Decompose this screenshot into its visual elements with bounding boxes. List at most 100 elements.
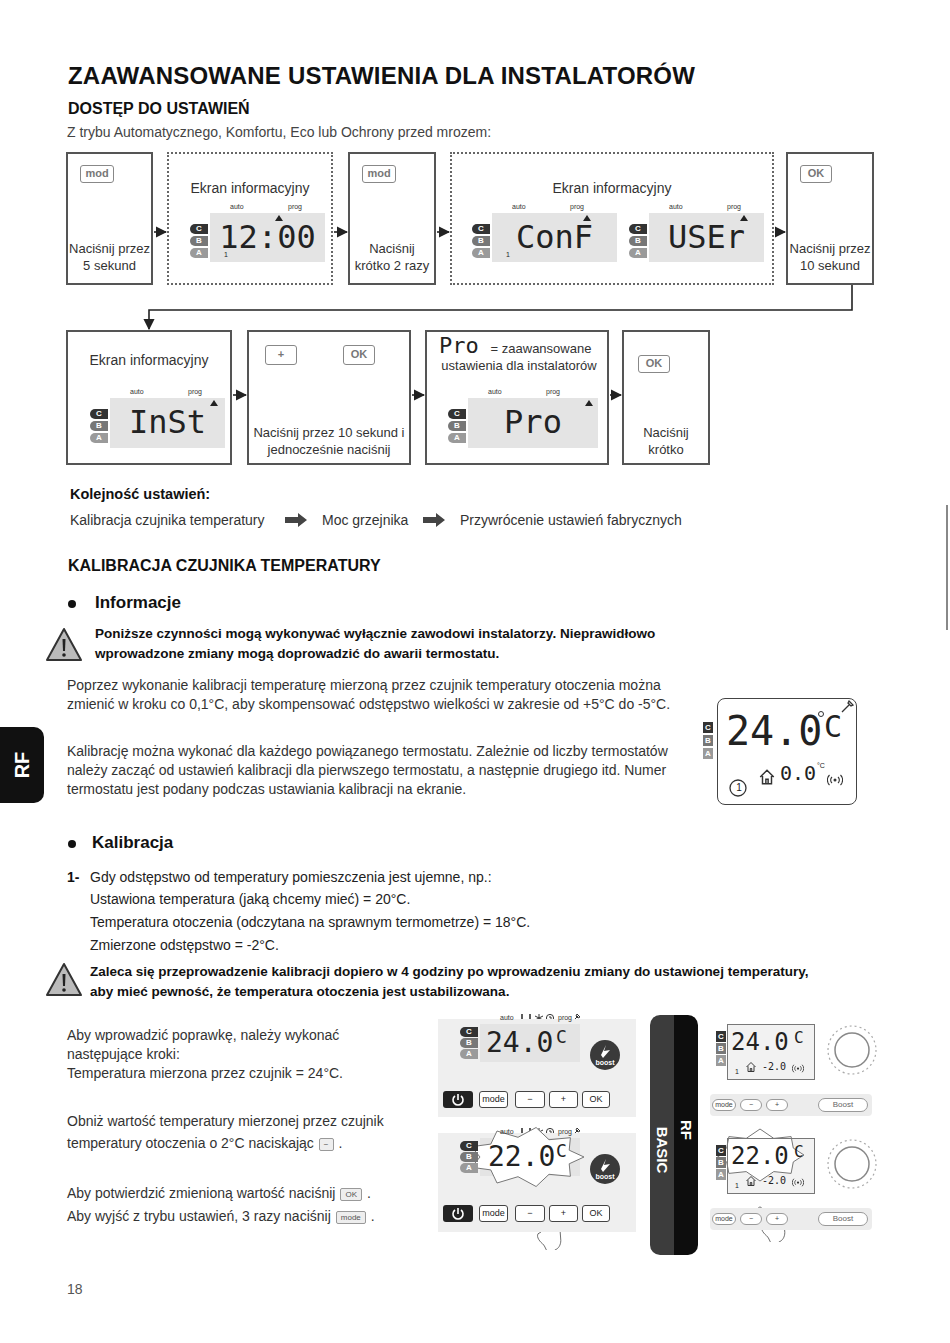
display-icons	[747, 1177, 756, 1186]
heading: Kalibracja	[92, 833, 173, 853]
display-icons	[730, 780, 746, 796]
lcd-screen: InSt	[110, 398, 225, 448]
display-icons	[792, 1179, 803, 1187]
text: Poprzez wykonanie kalibracji temperaturę…	[67, 676, 679, 714]
channel-tab: B	[472, 236, 490, 246]
flow-arrow	[437, 231, 449, 233]
instruction-text: Aby wyjść z trybu ustawień, 3 razy naciś…	[67, 1208, 331, 1224]
display-icons	[792, 1065, 803, 1073]
warning-triangle	[47, 964, 81, 995]
instruction-line: Aby wyjść z trybu ustawień, 3 razy naciś…	[67, 1205, 487, 1227]
basic-panel	[590, 1040, 620, 1070]
heading: KALIBRACJA CZUJNIKA TEMPERATURY	[68, 557, 381, 575]
lcd-screen: ConF	[492, 213, 617, 262]
basic-panel	[443, 1091, 473, 1108]
text: Zaleca się przeprowadzenie kalibracji do…	[90, 962, 830, 1002]
channel-tab: A	[90, 433, 108, 443]
node-text: Naciśnij przez 10 sekund	[788, 240, 872, 274]
screen-group: Ekran informacyjny12:00	[167, 152, 333, 285]
button-label: OK	[582, 1205, 610, 1222]
channel-tab: C	[448, 409, 466, 419]
button-label: OK	[582, 1091, 610, 1108]
text: Zmierzone odstępstwo = -2°C.	[90, 937, 279, 953]
text: Z trybu Automatycznego, Komfortu, Eco lu…	[67, 124, 491, 140]
flow-arrow	[775, 231, 785, 233]
text: prog	[558, 1127, 572, 1136]
channel-tab: B	[716, 1157, 726, 1168]
heading: Informacje	[95, 593, 181, 613]
instruction-line: Obniż wartość temperatury mierzonej prze…	[67, 1110, 412, 1154]
button-label: OK	[638, 355, 670, 373]
node-text: 22.0	[488, 1139, 555, 1175]
node-text: 24.0	[726, 707, 822, 755]
button-label: +	[766, 1099, 788, 1111]
sequence-arrow	[285, 513, 445, 527]
node-text: BASIC	[650, 1110, 674, 1190]
inline-button: OK	[340, 1188, 362, 1201]
text: 1-	[67, 869, 79, 885]
node-text: °C	[817, 761, 825, 770]
display-icons	[730, 701, 853, 1186]
instruction-text: .	[371, 1208, 375, 1224]
flow-arrow	[412, 394, 424, 396]
sequence-arrow	[423, 513, 445, 527]
channel-tab: B	[90, 421, 108, 431]
text: boost	[590, 1173, 620, 1181]
channel-tab: B	[703, 735, 713, 746]
instruction-text: .	[367, 1185, 371, 1201]
button-label: mod	[80, 165, 114, 183]
channel-tab: C	[460, 1141, 478, 1151]
button-label: mod	[362, 165, 396, 183]
text: Ustawiona temperatura (jaką chcemy mieć)…	[90, 891, 410, 907]
node-text: Naciśnij krótko 2 razy	[350, 240, 434, 274]
text: prog	[188, 387, 202, 396]
button-label: −	[740, 1213, 762, 1225]
instruction-text: Obniż wartość temperatury mierzonej prze…	[67, 1113, 384, 1151]
button-label: +	[549, 1091, 578, 1108]
text: auto	[230, 202, 244, 211]
text: auto	[488, 387, 502, 396]
bullet	[68, 840, 76, 848]
basic-panel	[590, 1154, 620, 1184]
button-label: +	[766, 1213, 788, 1225]
node-text: 1	[735, 1067, 739, 1076]
text: auto	[512, 202, 526, 211]
text: auto	[500, 1127, 514, 1136]
screen-box: Pro= zaawansowane ustawienia dla instala…	[425, 330, 609, 465]
lcd-screen: 22.0C	[480, 1138, 580, 1176]
rf-panel	[835, 1147, 869, 1181]
text: Temperatura mierzona przez czujnik = 24°…	[67, 1064, 397, 1083]
node-text: -2.0	[762, 1061, 786, 1073]
page-title: ZAAWANSOWANE USTAWIENIA DLA INSTALATORÓW	[68, 62, 695, 90]
node-text: C	[824, 709, 842, 745]
lcd-screen: USEr	[649, 213, 764, 262]
flow-arrow	[154, 231, 166, 233]
text: auto	[500, 1013, 514, 1022]
page-edge-line	[946, 505, 948, 630]
rf-panel	[828, 1140, 876, 1188]
text: Przywrócenie ustawień fabrycznych	[460, 512, 682, 528]
indicator-triangle	[210, 215, 748, 406]
node-text: 24.0	[731, 1027, 789, 1057]
text: prog	[288, 202, 302, 211]
rf-panel	[835, 1033, 869, 1067]
text: Moc grzejnika	[322, 512, 408, 528]
bullet	[68, 600, 76, 608]
button-label: +	[549, 1205, 578, 1222]
indicator-triangle	[583, 215, 591, 221]
button-label: +	[265, 345, 297, 365]
channel-tab: C	[90, 409, 108, 419]
basic-panel	[438, 1019, 636, 1117]
lcd-screen: 24.0C	[480, 1024, 580, 1062]
node-text: Pro	[468, 402, 598, 442]
channel-tab: B	[716, 1043, 726, 1054]
button-label: mode	[712, 1099, 736, 1111]
node-text: Ekran informacyjny	[68, 352, 230, 369]
node-text: Pro	[439, 332, 487, 360]
rf-panel	[710, 1208, 872, 1230]
channel-tab: B	[460, 1152, 478, 1162]
instruction-text: .	[339, 1135, 343, 1151]
button-label: OK	[800, 165, 832, 183]
button-label: −	[740, 1099, 762, 1111]
display-icons	[819, 712, 824, 717]
